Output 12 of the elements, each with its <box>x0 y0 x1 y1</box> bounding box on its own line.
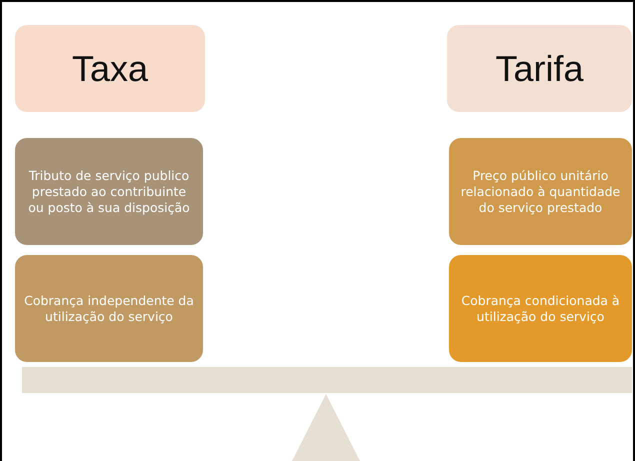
definition-card <box>449 138 632 245</box>
heading-text: Taxa <box>72 48 148 90</box>
definition-card <box>15 138 203 245</box>
title-card <box>447 25 632 112</box>
description-text: Tributo de serviço publico prestado ao contribuinte ou posto à sua disposição <box>27 168 191 216</box>
definition-card <box>15 255 203 362</box>
description-text: Cobrança independente da utilização do serviço <box>23 292 195 324</box>
heading-text: Tarifa <box>495 48 584 90</box>
description-text: Cobrança condicionada à utilização do serviço <box>460 292 621 324</box>
title-card <box>15 25 205 112</box>
description-text: Preço público unitário relacionado à quantidade do serviço prestado <box>460 168 622 216</box>
definition-card <box>449 255 632 362</box>
